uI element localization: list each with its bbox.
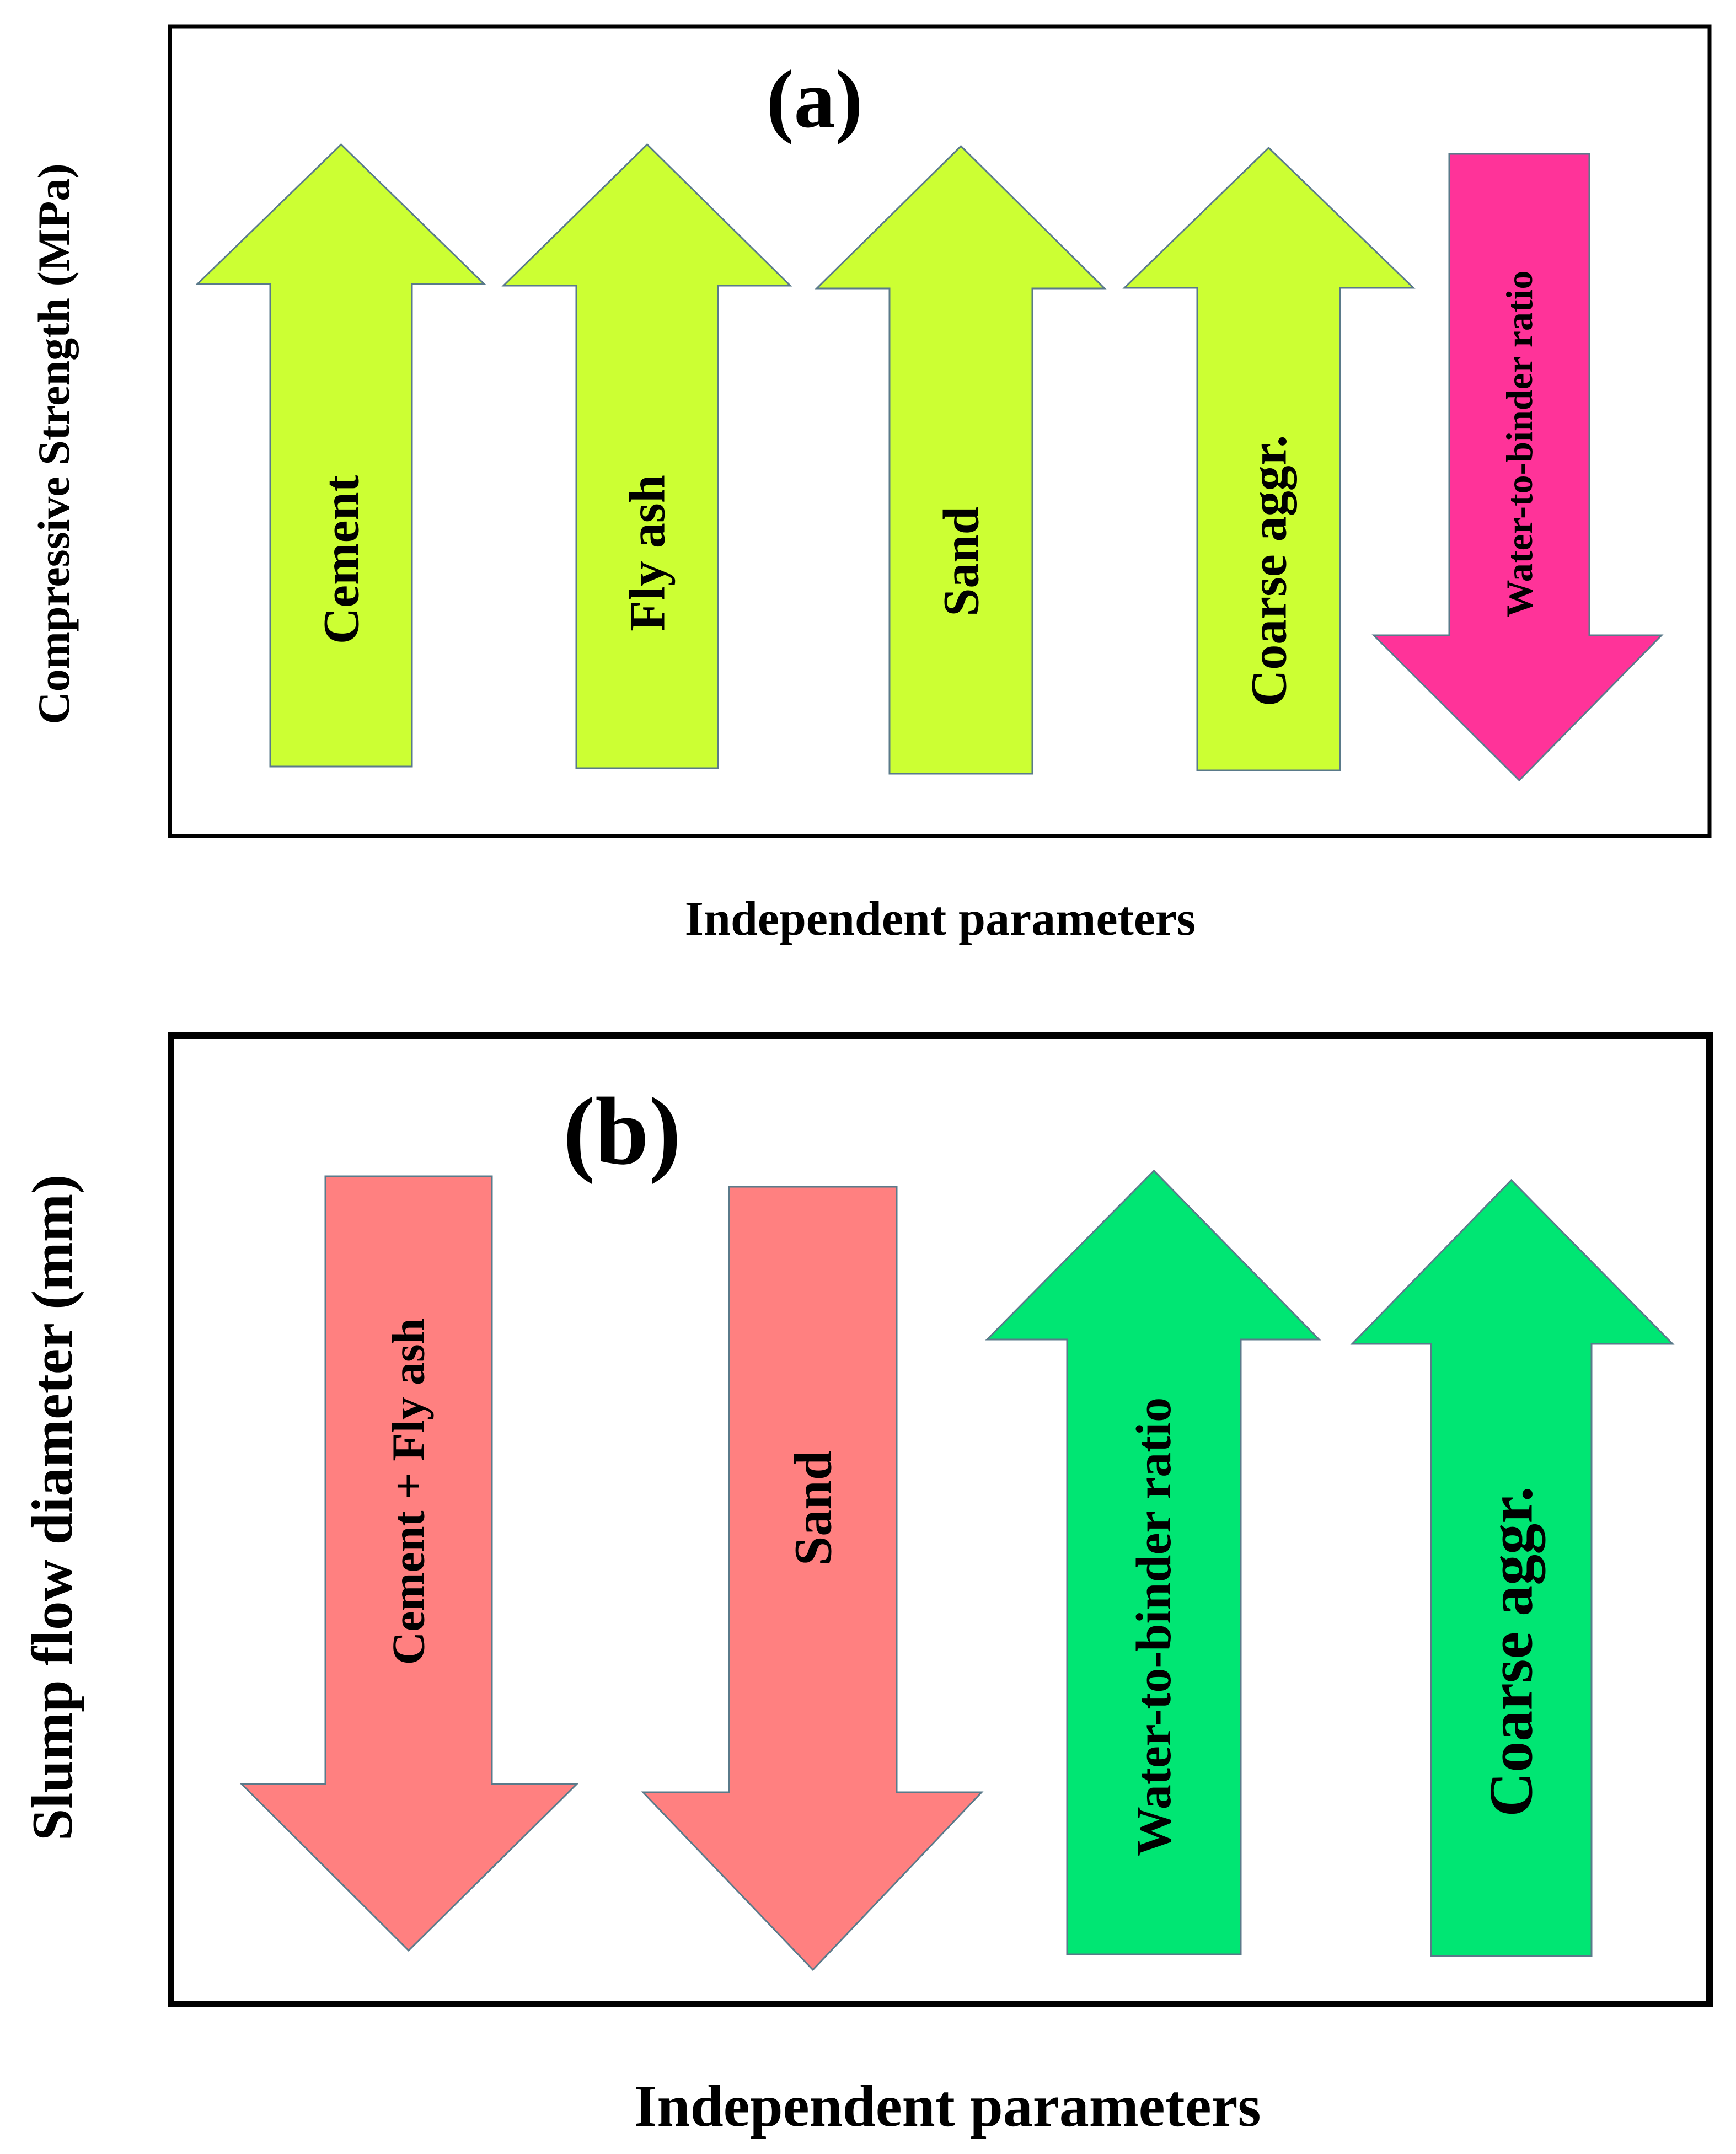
panel-a-arrow-coarse-aggr-label: Coarse aggr. xyxy=(1241,435,1297,706)
panel-a-label: (a) xyxy=(767,53,863,145)
panel-a-x-axis-label: Independent parameters xyxy=(685,892,1196,946)
panel-a-arrow-sand-label: Sand xyxy=(933,506,989,617)
panel-b-arrow-sand: Sand xyxy=(641,1186,984,1971)
panel-a-arrow-water-binder: Water-to-binder ratio xyxy=(1371,153,1664,782)
panel-a: (a) Compressive Strength (MPa) Independe… xyxy=(29,24,1712,946)
panel-a-arrow-fly-ash: Fly ash xyxy=(501,143,792,769)
panel-b-arrow-sand-shape xyxy=(641,1186,984,1971)
panel-b: (b) Slump flow diameter (mm) Independent… xyxy=(20,1032,1713,2139)
panel-a-frame xyxy=(168,24,1712,838)
panel-a-arrow-sand: Sand xyxy=(815,144,1107,775)
panel-b-x-axis-label: Independent parameters xyxy=(634,2073,1261,2139)
panel-a-arrow-coarse-aggr: Coarse aggr. xyxy=(1122,146,1416,771)
panel-b-arrow-water-binder-label: Water-to-binder ratio xyxy=(1127,1397,1181,1856)
panel-b-arrow-cement-fly-ash-label: Cement + Fly ash xyxy=(383,1319,435,1665)
panel-a-arrow-coarse-aggr-shape xyxy=(1122,146,1416,771)
panel-a-arrow-cement-shape xyxy=(195,143,486,768)
panel-a-arrow-sand-shape xyxy=(815,144,1107,775)
panel-b-arrow-water-binder-shape xyxy=(985,1169,1321,1955)
panel-b-arrow-coarse-aggr-shape xyxy=(1350,1178,1675,1957)
panel-a-arrow-fly-ash-label: Fly ash xyxy=(619,475,676,631)
panel-a-arrow-cement: Cement xyxy=(195,143,486,768)
panel-b-y-axis-label: Slump flow diameter (mm) xyxy=(20,1175,84,1841)
panel-b-arrow-cement-fly-ash: Cement + Fly ash xyxy=(239,1175,579,1952)
panel-a-arrow-fly-ash-shape xyxy=(501,143,792,769)
panel-b-arrow-water-binder: Water-to-binder ratio xyxy=(985,1169,1321,1955)
panel-b-label: (b) xyxy=(563,1078,681,1185)
panel-b-arrow-sand-label: Sand xyxy=(784,1451,843,1566)
panel-b-arrow-coarse-aggr: Coarse aggr. xyxy=(1350,1178,1675,1957)
panel-a-arrow-water-binder-shape xyxy=(1371,153,1664,782)
panel-a-arrow-water-binder-label: Water-to-binder ratio xyxy=(1498,271,1540,618)
panel-b-arrow-coarse-aggr-label: Coarse aggr. xyxy=(1477,1486,1546,1817)
panel-a-arrow-cement-label: Cement xyxy=(313,475,369,644)
panel-b-frame xyxy=(168,1032,1713,2007)
panel-b-arrow-cement-fly-ash-shape xyxy=(239,1175,579,1952)
panel-a-y-axis-label: Compressive Strength (MPa) xyxy=(29,163,79,724)
